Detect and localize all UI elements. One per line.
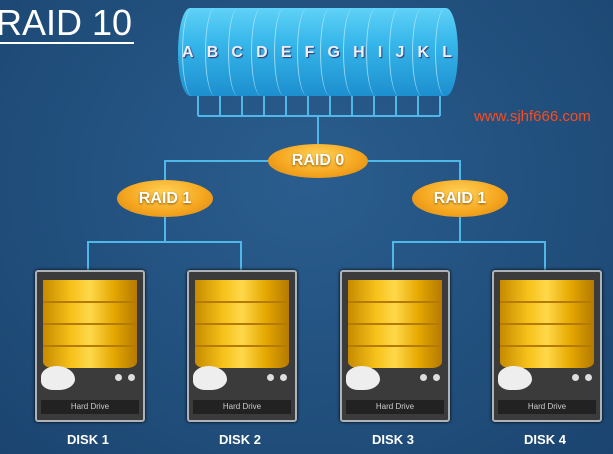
data-block-letter: K — [417, 44, 430, 61]
data-array-cylinder — [178, 8, 458, 96]
data-block-segment — [182, 8, 205, 96]
hard-drive-icon: Hard Drive — [35, 270, 145, 422]
data-block-segment — [320, 8, 343, 96]
line-right-raid1-branches — [392, 216, 546, 270]
data-block-segment — [343, 8, 366, 96]
drive-label: Hard Drive — [193, 400, 291, 414]
data-block-letter: I — [377, 44, 383, 61]
data-block-letter: A — [182, 44, 194, 61]
watermark: www.sjhf666.com — [474, 108, 591, 125]
led-dots — [267, 374, 287, 381]
led-dots — [572, 374, 592, 381]
data-block-letter: D — [256, 44, 268, 61]
data-block-segment — [251, 8, 274, 96]
platter-stack — [348, 280, 442, 368]
hard-drive-icon: Hard Drive — [187, 270, 297, 422]
led-dots — [420, 374, 440, 381]
disk-label: DISK 4 — [524, 432, 566, 447]
data-block-letter: J — [395, 44, 405, 61]
data-block-letter: H — [353, 44, 365, 61]
data-block-letter: E — [280, 44, 292, 61]
platter-stack — [43, 280, 137, 368]
data-block-segment — [205, 8, 228, 96]
disk-label: DISK 3 — [372, 432, 414, 447]
platter-stack — [500, 280, 594, 368]
data-block-letter: L — [442, 44, 452, 61]
data-block-segment — [412, 8, 435, 96]
connector-icon — [346, 366, 380, 390]
data-block-segment — [389, 8, 412, 96]
data-block-letter: B — [206, 44, 219, 61]
diagram-title: RAID 10 — [0, 4, 135, 44]
data-block-segment — [435, 8, 458, 96]
data-block-letter: G — [327, 44, 340, 61]
hard-drive-icon: Hard Drive — [340, 270, 450, 422]
raid0-node: RAID 0 — [268, 144, 368, 178]
connector-icon — [498, 366, 532, 390]
data-block-segment — [366, 8, 389, 96]
connector-icon — [41, 366, 75, 390]
drive-label: Hard Drive — [346, 400, 444, 414]
led-dots — [115, 374, 135, 381]
platter-stack — [195, 280, 289, 368]
drive-label: Hard Drive — [498, 400, 596, 414]
connector-icon — [193, 366, 227, 390]
line-left-raid1-branches — [87, 216, 242, 270]
disk-label: DISK 1 — [67, 432, 109, 447]
data-block-segment — [274, 8, 297, 96]
disk-label: DISK 2 — [219, 432, 261, 447]
raid1-right-node: RAID 1 — [412, 180, 508, 217]
block-comb — [197, 96, 441, 117]
line-raid0-branches — [164, 160, 461, 182]
drive-label: Hard Drive — [41, 400, 139, 414]
data-block-letter: C — [231, 44, 243, 61]
data-block-segment — [297, 8, 320, 96]
raid1-left-node: RAID 1 — [117, 180, 213, 217]
data-block-segment — [228, 8, 251, 96]
hard-drive-icon: Hard Drive — [492, 270, 602, 422]
data-block-letter: F — [304, 44, 315, 61]
